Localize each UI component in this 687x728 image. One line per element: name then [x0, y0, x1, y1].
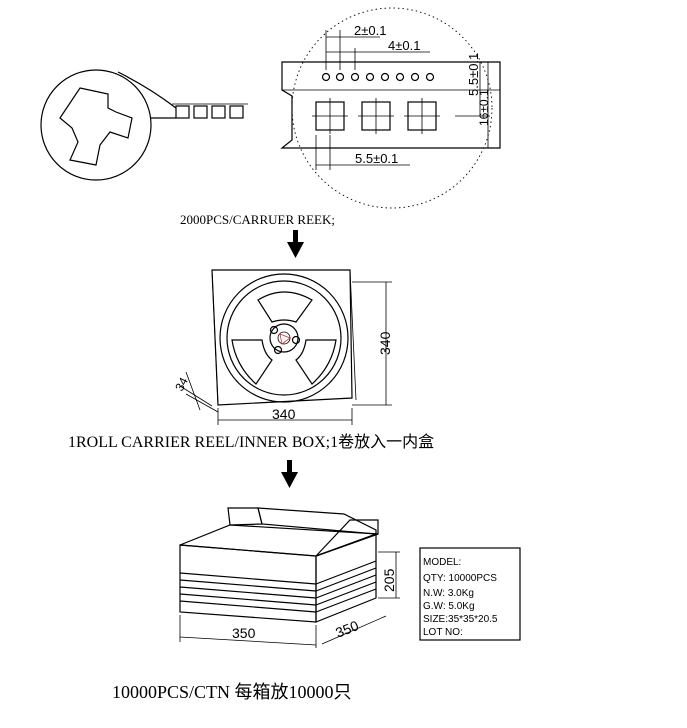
- reel-hub: [269, 323, 299, 353]
- sprocket-hole: [395, 72, 405, 82]
- label-nw: N.W: 3.0Kg: [423, 588, 474, 599]
- dim-pitch-4: 4±0.1: [388, 38, 420, 53]
- carton-stripes: [179, 560, 377, 613]
- carton-flap-back: [257, 507, 377, 535]
- carton-drawing: 205 350 350: [179, 507, 400, 648]
- reel-window-left: [231, 339, 273, 385]
- label-lot: LOT NO:: [423, 627, 463, 638]
- label-size: SIZE:35*35*20.5: [423, 614, 498, 625]
- reel-window-top: [257, 291, 313, 323]
- carton-depth-dim: 350: [333, 617, 361, 641]
- reel-inner-rim: [226, 280, 342, 396]
- step1-label: 2000PCS/CARRUER REEK;: [180, 212, 335, 227]
- tape-detail: 2±0.1 4±0.1 5.5±0.1 5.5±0.1 16±0.1: [280, 7, 501, 209]
- label-gw: G.W: 5.0Kg: [423, 601, 475, 612]
- tape-pocket: [193, 105, 208, 119]
- carton-height-dim: 205: [381, 568, 397, 592]
- inner-box-drawing: 340 340 34: [172, 269, 393, 425]
- sprocket-hole: [410, 72, 420, 82]
- inner-box-front: [211, 269, 353, 406]
- carton-flap-left: [227, 507, 263, 526]
- tape-pocket: [211, 105, 226, 119]
- sprocket-hole: [350, 72, 360, 82]
- carton-width-dim: 350: [232, 625, 256, 641]
- step3-label: 10000PCS/CTN 每箱放10000只: [112, 682, 352, 702]
- sprocket-hole: [321, 72, 331, 82]
- reel-drawing: [40, 69, 248, 181]
- inner-box-depth-dim: 34: [172, 375, 191, 394]
- carton-flap-right: [315, 519, 379, 557]
- sprocket-hole: [335, 72, 345, 82]
- step2-label: 1ROLL CARRIER REEL/INNER BOX;1卷放入一内盒: [68, 433, 434, 451]
- reel-outer: [219, 273, 349, 403]
- arrow-down-icon: [287, 230, 304, 258]
- dim-width-55: 5.5±0.1: [355, 151, 398, 166]
- dim-pitch-2: 2±0.1: [354, 23, 386, 38]
- component-pockets: [312, 98, 440, 134]
- detail-circle: [291, 7, 493, 209]
- carton-top: [179, 524, 379, 557]
- sprocket-hole: [365, 72, 375, 82]
- arrow-down-icon: [281, 460, 298, 488]
- dim-height-55: 5.5±0.1: [466, 53, 481, 96]
- tape-pocket: [175, 105, 190, 119]
- carton-label: MODEL: QTY: 10000PCS N.W: 3.0Kg G.W: 5.0…: [419, 547, 521, 641]
- tape-pocket: [229, 105, 244, 119]
- carton-label-box: [419, 547, 521, 641]
- label-qty: QTY: 10000PCS: [423, 573, 497, 584]
- sprocket-holes: [321, 72, 435, 82]
- reel-hub-shape: [59, 87, 133, 166]
- inner-box-width-dim: 340: [272, 406, 296, 422]
- sprocket-hole: [425, 72, 435, 82]
- reel-outer-circle: [40, 69, 152, 181]
- label-model: MODEL:: [423, 557, 461, 568]
- dim-height-16: 16±0.1: [477, 89, 491, 126]
- inner-box-side-dim: 340: [377, 331, 393, 355]
- reel-window-right: [295, 339, 337, 385]
- tape-strip-outline: [280, 61, 501, 149]
- sprocket-hole: [380, 72, 390, 82]
- tape-leader: [117, 71, 177, 109]
